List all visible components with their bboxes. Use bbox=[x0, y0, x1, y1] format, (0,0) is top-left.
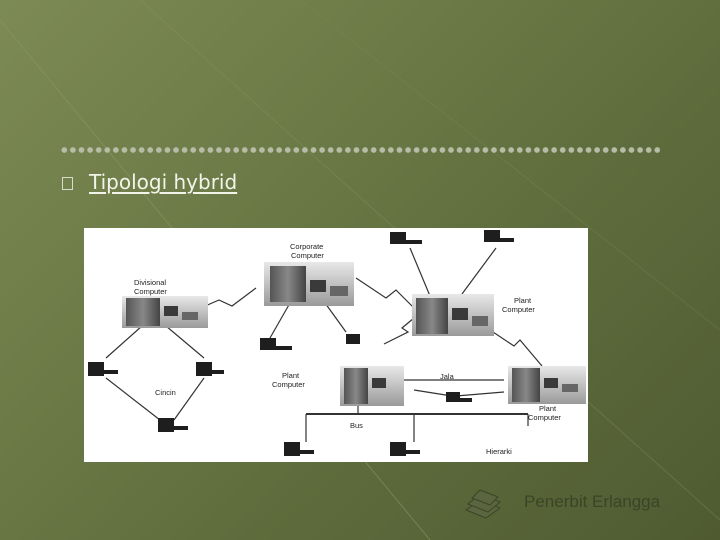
pc-icon bbox=[196, 362, 224, 376]
plant-computer-right bbox=[412, 294, 494, 336]
pc-icon bbox=[390, 232, 422, 244]
corporate-computer-label: Corporate Computer bbox=[290, 242, 325, 260]
bus-label: Bus bbox=[350, 421, 363, 430]
hierarki-label: Hierarki bbox=[486, 447, 512, 456]
corporate-computer bbox=[264, 262, 354, 306]
plant-computer-middle-label: Plant Computer bbox=[272, 371, 305, 389]
plant-computer-middle bbox=[340, 366, 404, 406]
pc-icon bbox=[260, 338, 292, 350]
footer-publisher: Penerbit Erlangga bbox=[524, 492, 661, 511]
bullet-item: Tipologi hybrid bbox=[62, 170, 237, 194]
plant-computer-right-label: Plant Computer bbox=[502, 296, 535, 314]
pc-icon bbox=[484, 230, 514, 242]
pc-icon bbox=[346, 334, 360, 344]
pc-icon bbox=[284, 442, 314, 456]
hybrid-topology-figure: Corporate Computer Divisional Computer P… bbox=[84, 228, 588, 462]
topology-diagram: Corporate Computer Divisional Computer P… bbox=[88, 230, 586, 456]
divisional-computer-label: Divisional Computer bbox=[134, 278, 168, 296]
pc-icon bbox=[158, 418, 188, 432]
jala-label: Jala bbox=[440, 372, 455, 381]
book-stack-icon bbox=[464, 489, 502, 519]
cincin-label: Cincin bbox=[155, 388, 176, 397]
pc-icon bbox=[88, 362, 118, 376]
slide-title: Tipologi hybrid bbox=[89, 170, 238, 194]
dotted-divider bbox=[60, 146, 660, 154]
plant-computer-bottom-right bbox=[508, 366, 586, 404]
pc-icon bbox=[390, 442, 420, 456]
pc-icon bbox=[446, 392, 472, 402]
plant-computer-bottom-right-label: Plant Computer bbox=[528, 404, 561, 422]
divisional-computer bbox=[122, 296, 208, 328]
square-bullet-icon bbox=[62, 176, 73, 190]
desktop-pcs bbox=[88, 230, 514, 456]
